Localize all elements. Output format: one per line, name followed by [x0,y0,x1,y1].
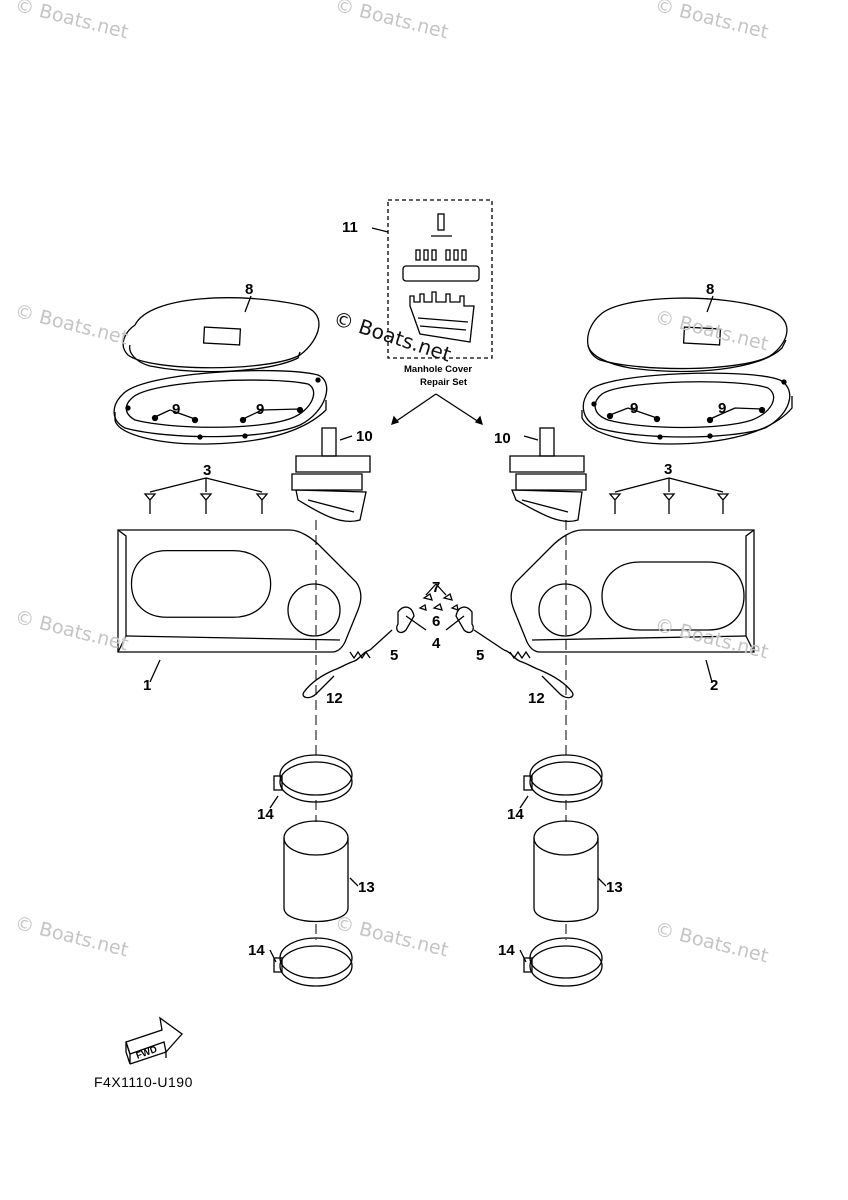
clamp-14-left-top [273,754,353,803]
callout-14-left-bottom: 14 [248,942,265,959]
plate-2-right [510,529,755,653]
plate-1-left [117,529,362,653]
lanyard-12-right [473,629,574,699]
manhole-cover-right [586,297,788,373]
document-code: F4X1110-U190 [94,1074,193,1090]
screws-9-right [591,379,787,440]
callout-1: 1 [143,677,151,694]
screws-9-left [125,377,321,440]
manhole-ring-right [581,372,793,445]
callout-6: 6 [432,613,440,630]
repair-set-label-line2: Repair Set [420,377,468,388]
callout-8-left: 8 [245,281,253,298]
screws-3-right [608,477,730,514]
hose-13-left [283,820,349,923]
callout-labels: 11 8 8 9 9 9 9 10 10 3 3 7 6 4 5 5 1 2 1… [135,219,727,1062]
clamp-14-right-top [523,754,603,803]
manhole-cover-repair-set [387,199,493,359]
clamp-14-right-bottom [523,937,603,987]
fwd-arrow-icon [125,1016,183,1065]
duct-10-left [291,427,371,522]
callout-14-right-top: 14 [507,806,524,823]
callout-13-left: 13 [358,879,375,896]
manhole-ring-left [113,369,328,445]
clamp-14-left-bottom [273,937,353,987]
lanyard-12-left [302,629,393,699]
callout-12-right: 12 [528,690,545,707]
clip-parts-4-7 [396,583,474,634]
callout-12-left: 12 [326,690,343,707]
callout-14-right-bottom: 14 [498,942,515,959]
callout-11: 11 [342,219,358,236]
callout-5-left: 5 [390,647,398,664]
callout-9-right-a: 9 [630,400,638,417]
callout-4: 4 [432,635,441,652]
callout-3-right: 3 [664,461,672,478]
callout-14-left-top: 14 [257,806,274,823]
callout-9-left-b: 9 [256,401,264,418]
callout-3-left: 3 [203,462,211,479]
duct-10-right [509,427,587,522]
hose-13-right [533,820,599,923]
callout-2: 2 [710,677,718,694]
callout-10-left: 10 [356,428,373,445]
screws-3-left [143,477,269,514]
callout-10-right: 10 [494,430,511,447]
callout-5-right: 5 [476,647,484,664]
callout-9-left-a: 9 [172,401,180,418]
callout-8-right: 8 [706,281,714,298]
manhole-cover-left [122,297,320,373]
callout-7: 7 [432,579,440,596]
repair-set-label-line1: Manhole Cover [404,364,472,375]
callout-9-right-b: 9 [718,400,726,417]
callout-13-right: 13 [606,879,623,896]
